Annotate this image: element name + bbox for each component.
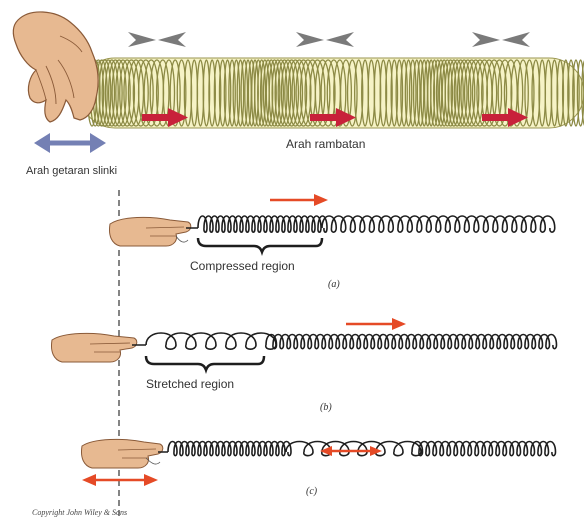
particle-arrow-c	[320, 446, 382, 456]
coil-a	[198, 216, 555, 232]
stretched-region-label: Stretched region	[146, 377, 234, 391]
compression-markers	[128, 32, 530, 47]
coil-path	[198, 216, 555, 232]
coil-path	[168, 442, 556, 456]
panel-c-tag: (c)	[306, 486, 318, 497]
hand-illustration-a	[109, 217, 190, 246]
vibration-direction-arrow	[34, 133, 106, 153]
compressed-region-label: Compressed region	[190, 259, 295, 273]
travel-arrow-a	[270, 194, 328, 206]
coil-path	[146, 333, 557, 349]
travel-arrow-b	[346, 318, 406, 330]
hand-illustration-c	[81, 439, 162, 468]
panel-c: (c)	[81, 439, 555, 497]
compression-marker	[472, 32, 530, 47]
panel-b-tag: (b)	[320, 402, 332, 413]
coil-c	[168, 442, 556, 456]
copyright-note: Copyright John Wiley & Sons	[32, 508, 127, 517]
compressed-region-brace	[198, 238, 322, 252]
top-slinky-panel: Arah getaran slinki Arah rambatan	[13, 12, 584, 177]
hand-illustration-top	[13, 12, 98, 122]
panel-a-tag: (a)	[328, 279, 340, 290]
hand-motion-label: Arah getaran slinki	[26, 165, 117, 177]
compression-marker	[296, 32, 354, 47]
panel-b: Stretched region (b)	[51, 318, 556, 413]
compression-marker	[128, 32, 186, 47]
propagation-label: Arah rambatan	[286, 137, 365, 151]
coil-b	[146, 333, 557, 349]
stretched-region-brace	[146, 356, 264, 370]
panel-a: Compressed region (a)	[109, 194, 554, 290]
hand-motion-arrow-c	[82, 474, 158, 486]
hand-illustration-b	[51, 333, 136, 362]
